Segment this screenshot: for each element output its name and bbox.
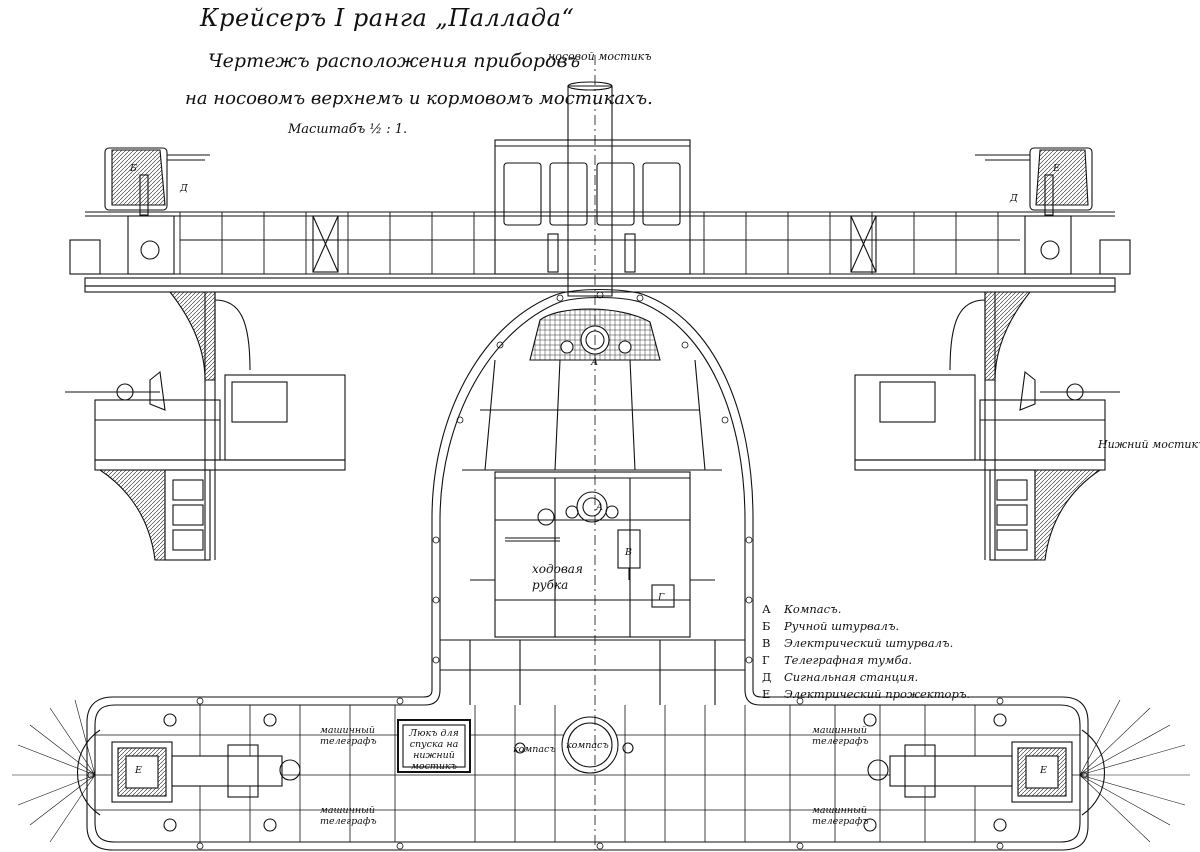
lower-bridge-label: Нижний мостикъ: [1098, 438, 1200, 451]
wheelhouse-label-1: ходовая: [532, 562, 583, 576]
marker-d-right: Д: [1010, 193, 1018, 204]
drawing-title: Крейсеръ I ранга „Паллада“: [200, 4, 575, 32]
searchlight-left: [104, 147, 210, 275]
right-bottom-box-label: машинный телеграфъ: [812, 805, 869, 827]
left-bottom-box-label: машинный телеграфъ: [320, 805, 377, 827]
bridge-elevation: [65, 81, 1131, 561]
marker-a: А: [596, 502, 604, 513]
searchlight-right: [975, 147, 1093, 275]
wheelhouse-label-2: рубка: [532, 578, 569, 592]
marker-v: В: [625, 547, 632, 558]
marker-e-left: Б: [130, 163, 137, 174]
bridge-plan: [12, 288, 1190, 851]
hatch-plate-label: Люкъ для спуска на нижний мостикъ: [409, 728, 459, 772]
drawing-subtitle: Чертежъ расположения приборовъ: [208, 50, 581, 72]
drawing-scale: Масштабъ ½ : 1.: [288, 122, 408, 137]
left-top-box-label: машинный телеграфъ: [320, 725, 377, 747]
compass-label: компасъ: [566, 740, 609, 751]
aft-compass-label: компасъ: [513, 744, 556, 755]
marker-g: Г: [658, 592, 665, 603]
marker-d-left: Д: [180, 183, 188, 194]
marker-e-aft-left: Е: [135, 765, 142, 776]
upper-bridge-label: носовой мостикъ: [548, 50, 652, 63]
marker-e-aft-right: Е: [1040, 765, 1047, 776]
marker-a-top: А: [591, 357, 599, 368]
marker-e-right: Е: [1053, 163, 1060, 174]
right-top-box-label: машинный телеграфъ: [812, 725, 869, 747]
drawing-subtitle-2: на носовомъ верхнемъ и кормовомъ мостика…: [185, 88, 653, 109]
